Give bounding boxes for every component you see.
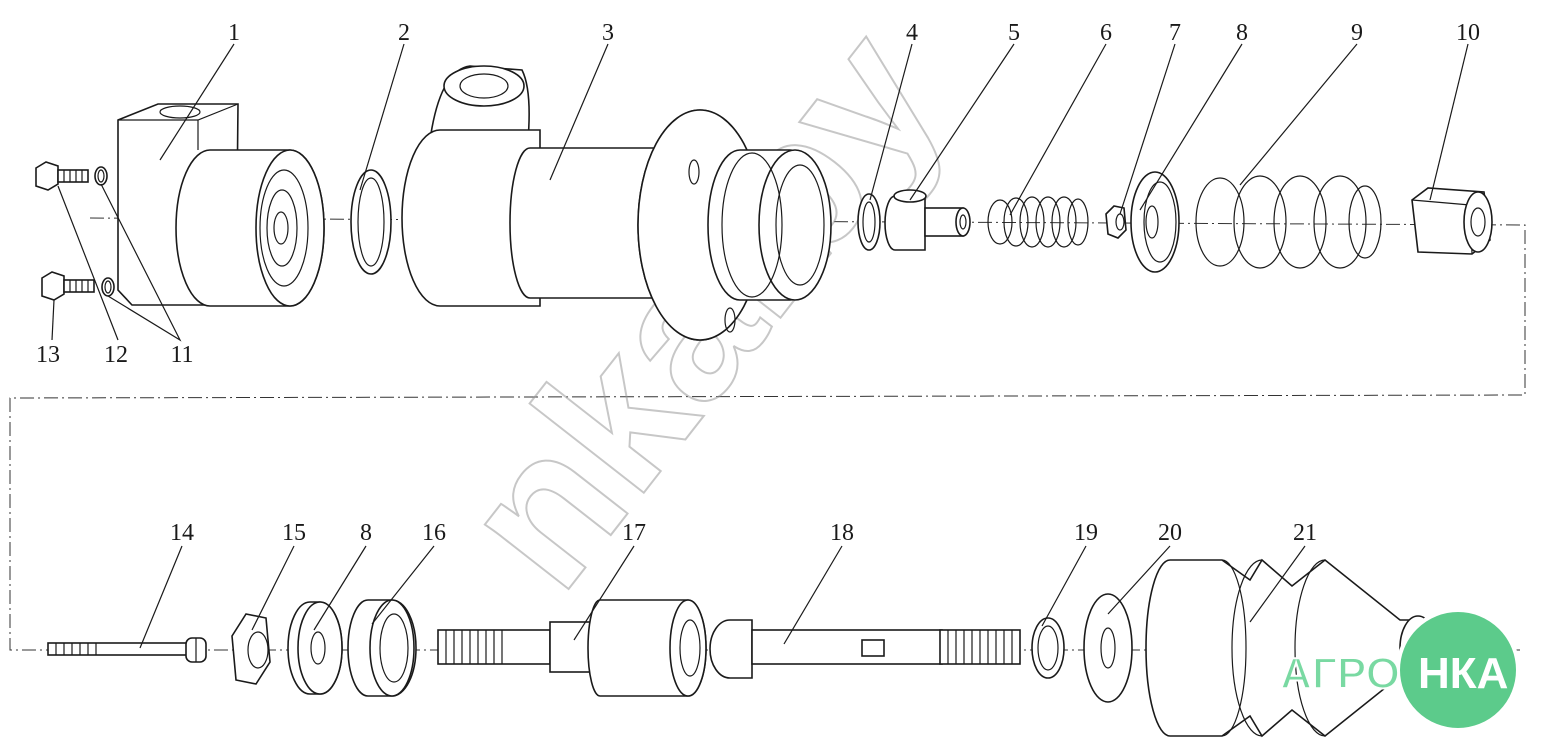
callout-numbers: 1 2 3 4 5 6 7 8 9 10 11 12 13 14 15 8 16… (36, 20, 1480, 546)
part-6-spring (987, 196, 1089, 248)
part-21-boot (1145, 558, 1437, 738)
part-15-nut (231, 613, 271, 685)
callout-7: 7 (1169, 20, 1181, 46)
callout-14: 14 (170, 520, 194, 546)
callout-5: 5 (1008, 20, 1020, 46)
part-8-cup-bottom (287, 601, 343, 695)
callout-6: 6 (1100, 20, 1112, 46)
callout-13: 13 (36, 342, 60, 368)
callout-20: 20 (1158, 520, 1182, 546)
part-11-washers (94, 166, 115, 297)
part-20-washer (1083, 593, 1133, 703)
callout-16: 16 (422, 520, 446, 546)
part-13-bolt (41, 271, 95, 301)
part-3-cylinder (401, 65, 832, 341)
callout-11: 11 (170, 342, 193, 368)
callout-18: 18 (830, 520, 854, 546)
part-1-flange (117, 103, 325, 307)
agronka-logo: АГРО НКА (1279, 608, 1520, 732)
callout-3: 3 (602, 20, 614, 46)
callout-12: 12 (104, 342, 128, 368)
part-14-bolt (47, 637, 207, 663)
callout-17: 17 (622, 520, 646, 546)
callout-4: 4 (906, 20, 918, 46)
part-16-bushing (347, 599, 417, 697)
part-9-spring (1195, 175, 1382, 269)
part-17-piston (437, 599, 707, 697)
part-19-ring (1031, 617, 1065, 679)
callout-15: 15 (282, 520, 306, 546)
leader-lines (51, 43, 1469, 649)
part-4-ring (857, 193, 881, 251)
callout-10: 10 (1456, 20, 1480, 46)
callout-9: 9 (1351, 20, 1363, 46)
part-7-nut (1105, 205, 1127, 239)
callout-8b: 8 (360, 520, 372, 546)
callout-1: 1 (228, 20, 240, 46)
part-5-valve (884, 189, 971, 251)
part-18-rod (709, 619, 1021, 679)
part-12-bolt (35, 161, 89, 191)
callout-21: 21 (1293, 520, 1317, 546)
callout-19: 19 (1074, 520, 1098, 546)
logo-text-left: АГРО (1280, 649, 1400, 698)
logo-circle (1396, 608, 1520, 732)
part-2-ring (350, 169, 392, 275)
callout-8a: 8 (1236, 20, 1248, 46)
part-8-cup-top (1130, 171, 1180, 273)
part-10-hex-nut (1411, 187, 1493, 255)
callout-2: 2 (398, 20, 410, 46)
logo-text-right: НКА (1418, 649, 1508, 698)
